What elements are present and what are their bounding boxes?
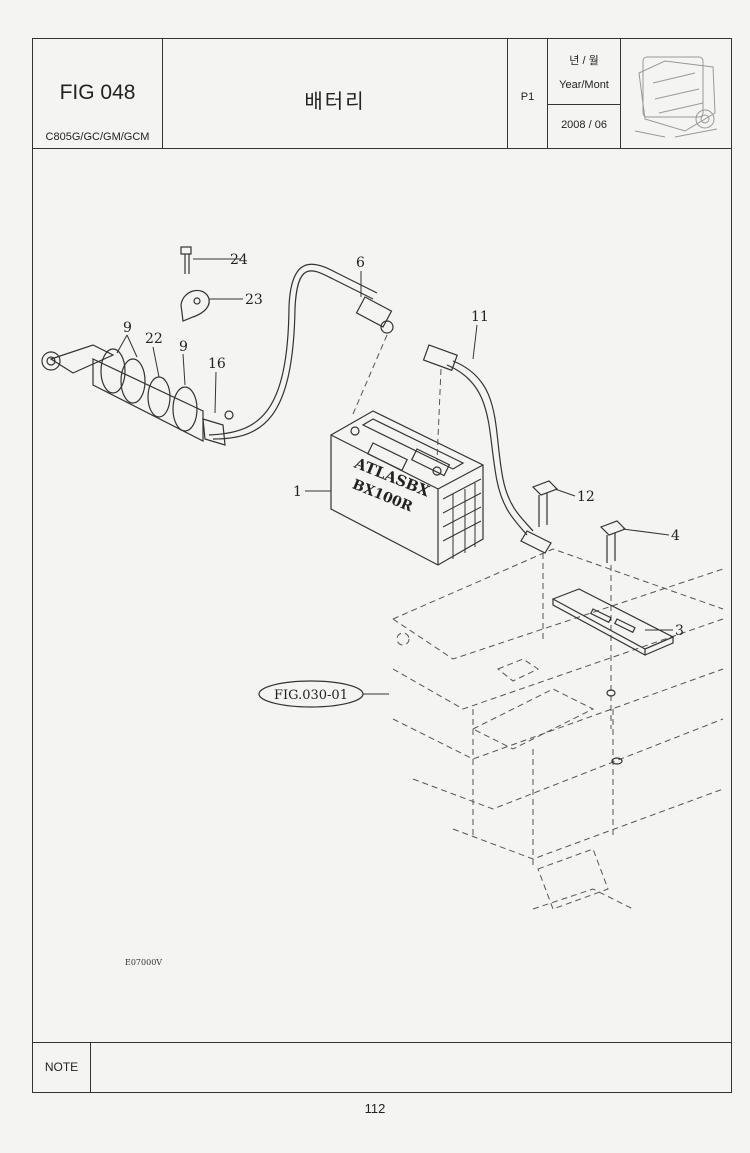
callout-1: 1	[293, 484, 302, 500]
year-month-label-kr: 년 / 월	[569, 55, 599, 67]
battery: ATLASBX BX100R	[330, 410, 484, 566]
callout-22: 22	[145, 331, 163, 347]
chassis-frame-outline	[392, 548, 724, 910]
cable-11	[422, 344, 552, 639]
drawing-code: E07000V	[125, 958, 162, 967]
note-label: NOTE	[33, 1043, 91, 1092]
bolt-4	[599, 520, 627, 765]
title-cell: 배터리	[163, 39, 508, 149]
thumbnail-cell	[621, 39, 731, 149]
clamp-assembly	[41, 344, 234, 446]
callout-12: 12	[577, 489, 595, 505]
fig-reference: FIG.030-01	[258, 680, 364, 708]
date-cell: 년 / 월 Year/Mont 2008 / 06	[548, 39, 621, 149]
page-cell: P1	[508, 39, 548, 149]
page-frame: FIG 048 C805G/GC/GM/GCM 배터리 P1 년 / 월 Yea…	[32, 38, 732, 1093]
exploded-view-svg: ATLASBX BX100R	[41, 246, 724, 967]
issue-date: 2008 / 06	[561, 119, 607, 131]
bolt-12	[531, 480, 559, 527]
bracket-3	[551, 588, 675, 657]
page-indicator: P1	[520, 91, 535, 103]
year-month-label-en: Year/Mont	[559, 79, 609, 91]
callout-4: 4	[671, 528, 680, 544]
callout-6: 6	[356, 255, 365, 271]
note-row: NOTE	[33, 1042, 731, 1092]
bolt-24	[180, 246, 192, 274]
leader-lines	[116, 258, 673, 695]
callout-23: 23	[245, 292, 263, 308]
year-month-label-box: 년 / 월 Year/Mont	[548, 39, 620, 105]
fig-cell: FIG 048 C805G/GC/GM/GCM	[33, 39, 163, 149]
callout-24: 24	[230, 252, 248, 268]
callout-16: 16	[208, 356, 226, 372]
page-number: 112	[364, 1101, 386, 1116]
machine-thumbnail-icon	[634, 56, 718, 138]
header-block: FIG 048 C805G/GC/GM/GCM 배터리 P1 년 / 월 Yea…	[33, 39, 731, 149]
model-code: C805G/GC/GM/GCM	[45, 131, 150, 143]
page-title: 배터리	[304, 91, 366, 113]
callout-11: 11	[471, 309, 489, 325]
terminal-23	[180, 289, 210, 322]
callout-3: 3	[675, 623, 684, 639]
cable-6	[208, 263, 394, 440]
fig-reference-label: FIG.030-01	[274, 688, 348, 703]
callout-9a: 9	[123, 320, 132, 336]
parts-drawing: ATLASBX BX100R	[33, 149, 731, 1042]
fig-number: FIG 048	[59, 81, 136, 104]
callout-9b: 9	[179, 339, 188, 355]
